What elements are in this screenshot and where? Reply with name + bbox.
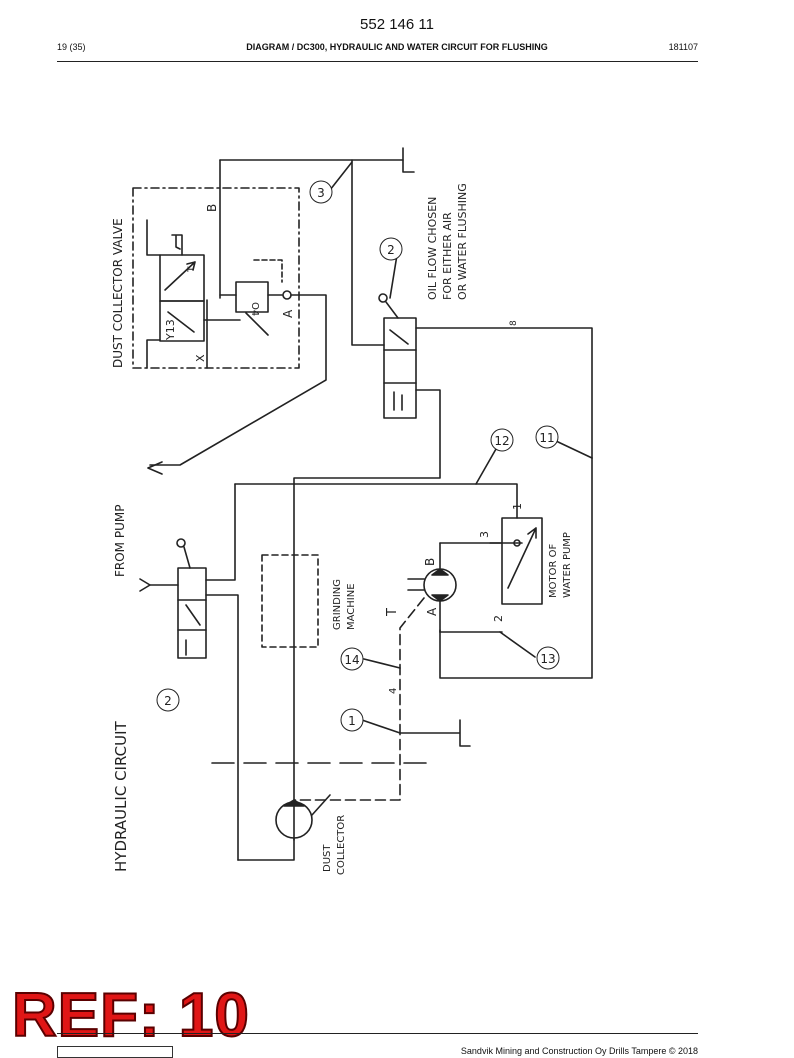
callout-3: 3: [309, 180, 333, 204]
from-pump-label: FROM PUMP: [113, 505, 127, 577]
dust-collector-valve-box: [132, 187, 300, 369]
header-divider: [57, 61, 698, 62]
motor-port-2-label: 2: [492, 615, 505, 622]
svg-text:13: 13: [540, 652, 555, 666]
svg-text:1: 1: [348, 714, 356, 728]
relief-valve: [235, 281, 269, 313]
svg-text:14: 14: [344, 653, 359, 667]
dust-collector-valve-label: DUST COLLECTOR VALVE: [111, 218, 125, 368]
valve-code-label: O4: [249, 302, 260, 316]
callout-2-bottom: 2: [156, 688, 180, 712]
company-logo: [57, 1046, 173, 1058]
tank-t-label: T: [385, 608, 400, 617]
footer-divider: [57, 1033, 698, 1034]
motor-label-line2: WATER PUMP: [562, 532, 573, 598]
callout-12: 12: [490, 428, 514, 452]
solenoid-label: Y13: [164, 319, 177, 341]
grinding-machine-box: [261, 554, 319, 648]
callout-2-top: 2: [379, 237, 403, 261]
page-count: 19 (35): [57, 42, 86, 52]
callouts: 3 2 12 11 14 13 2 1: [156, 180, 560, 732]
document-number: 552 146 11: [360, 16, 434, 33]
grinding-machine-label-line2: MACHINE: [346, 583, 357, 630]
grinding-machine-label-line1: GRINDING: [332, 579, 343, 630]
selector-valve-top: [383, 317, 417, 419]
hose-8-label: 8: [509, 320, 519, 326]
motor-port-b-label: B: [423, 558, 437, 566]
callout-1: 1: [340, 708, 364, 732]
callout-11: 11: [535, 425, 559, 449]
dust-collector-label-line2: COLLECTOR: [336, 815, 347, 875]
hydraulic-circuit-title: HYDRAULIC CIRCUIT: [112, 720, 130, 872]
port-t-label: T: [187, 266, 197, 273]
pump-selector-valve: [177, 567, 207, 659]
callout-13: 13: [536, 646, 560, 670]
svg-text:12: 12: [494, 434, 509, 448]
water-pump-motor-box: [501, 517, 543, 605]
port-x-label: X: [194, 354, 207, 362]
solenoid-block: [159, 300, 205, 342]
svg-text:3: 3: [317, 186, 325, 200]
callout-14: 14: [340, 647, 364, 671]
line-3: [351, 159, 385, 346]
dust-collector-label-line1: DUST: [322, 844, 333, 872]
hose-4-label: 4: [388, 688, 399, 694]
motor-label-line1: MOTOR OF: [548, 544, 559, 598]
oil-flow-label-line3: OR WATER FLUSHING: [456, 183, 469, 300]
reference-label: REF: 10: [11, 981, 250, 1050]
port-b-label: B: [205, 204, 219, 212]
port-a-label: A: [281, 309, 295, 318]
motor-port-a-label: A: [425, 607, 439, 616]
tank-symbol-top: [402, 147, 415, 173]
document-date: 181107: [668, 42, 698, 52]
oil-flow-label-line2: FOR EITHER AIR: [441, 212, 454, 300]
svg-text:11: 11: [539, 431, 554, 445]
svg-text:2: 2: [387, 243, 395, 257]
svg-text:2: 2: [164, 694, 172, 708]
footer-copyright: Sandvik Mining and Construction Oy Drill…: [460, 1046, 698, 1056]
oil-flow-label-line1: OIL FLOW CHOSEN: [426, 197, 439, 300]
motor-port-3-label: 3: [478, 531, 491, 538]
motor-port-1-label: 1: [511, 503, 524, 510]
page-title: DIAGRAM / DC300, HYDRAULIC AND WATER CIR…: [246, 42, 548, 52]
valve-block-1: [159, 254, 205, 302]
